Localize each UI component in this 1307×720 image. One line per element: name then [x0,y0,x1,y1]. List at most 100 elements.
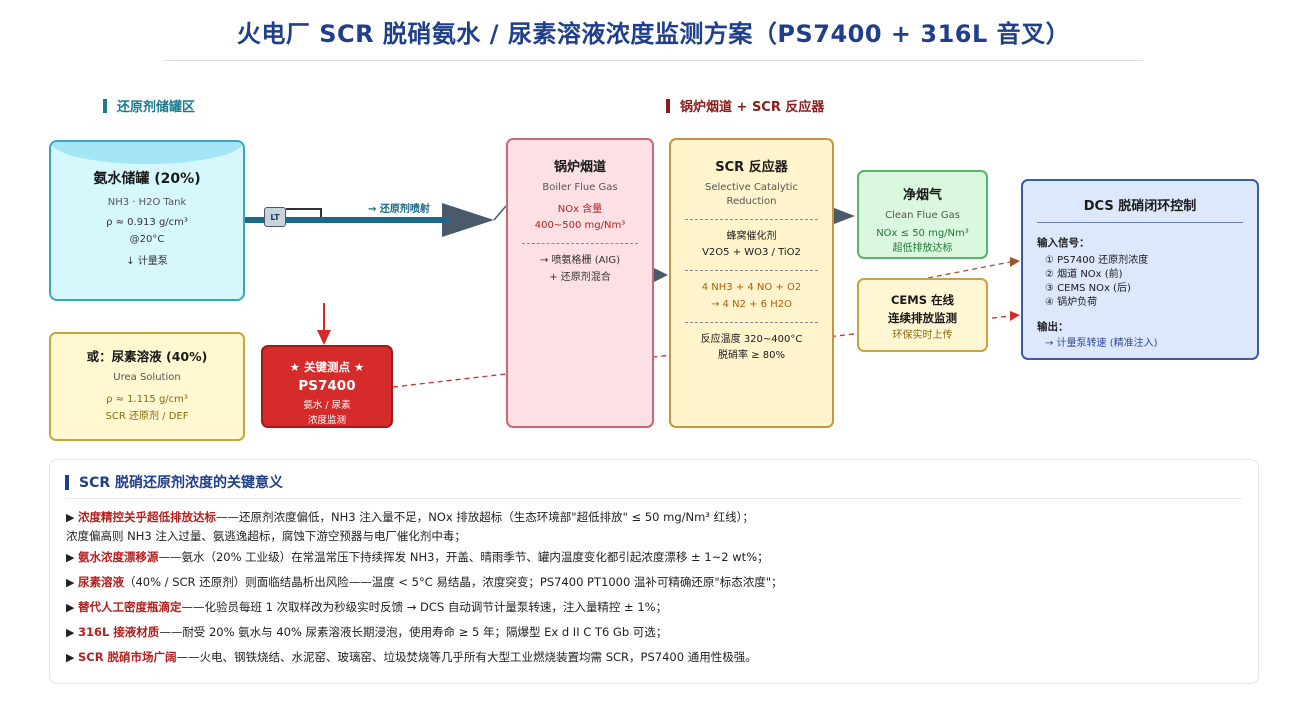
sensor-label: LT [270,213,280,222]
scr-efficiency: 脱硝率 ≥ 80% [718,350,785,361]
dcs-input-item: ① PS7400 还原剂浓度 [1045,255,1149,266]
boiler-aig: → 喷氨格栅 (AIG) [539,255,621,266]
bullet-text: ——火电、钢铁烧结、水泥窑、玻璃窑、垃圾焚烧等几乎所有大型工业燃烧装置均需 SC… [176,650,757,664]
bullet-highlight: 316L 接液材质 [77,625,160,639]
title-divider [165,60,1143,61]
significance-bullet: ▶ 替代人工密度瓶滴定——化验员每班 1 次取样改为秒级实时反馈 → DCS 自… [66,598,667,617]
dcs-input-label: 输入信号： [1037,237,1090,249]
urea-density: ρ ≈ 1.115 g/cm³ [106,394,188,405]
bullet-highlight: 浓度精控关乎超低排放达标 [77,510,216,524]
key-measurement-point: ★ 关键测点 ★ PS7400 氨水 / 尿素 浓度监测 [261,345,393,428]
boiler-flue-box: 锅炉烟道 Boiler Flue Gas NOx 含量 400~500 mg/N… [506,138,654,428]
cems-note: 环保实时上传 [892,330,953,341]
cems-title-line1: CEMS 在线 [890,293,955,307]
bullet-text: ——耐受 20% 氨水与 40% 尿素溶液长期浸泡，使用寿命 ≥ 5 年；隔爆型… [159,625,668,639]
bullet-highlight: 替代人工密度瓶滴定 [77,600,182,614]
significance-bullet: ▶ 316L 接液材质——耐受 20% 氨水与 40% 尿素溶液长期浸泡，使用寿… [66,623,667,642]
bullet-arrow-icon: ▶ [66,551,78,564]
section-label-storage-text: 还原剂储罐区 [117,100,196,115]
boiler-sub: Boiler Flue Gas [542,182,618,193]
significance-bullet: ▶ 浓度精控关乎超低排放达标——还原剂浓度偏低，NH3 注入量不足，NOx 排放… [66,508,754,545]
bullet-text: ——化验员每班 1 次取样改为秒级实时反馈 → DCS 自动调节计量泵转速，注入… [181,600,668,614]
bullet-highlight: SCR 脱硝市场广阔 [77,650,177,664]
section-label-boiler: 锅炉烟道 + SCR 反应器 [666,96,824,115]
bullet-arrow-icon: ▶ [66,511,78,524]
dcs-input-item: ② 烟道 NOx (前) [1045,269,1123,280]
page-title: 火电厂 SCR 脱硝氨水 / 尿素溶液浓度监测方案（PS7400 + 316L … [236,20,1071,48]
bullet-arrow-icon: ▶ [66,576,78,589]
boiler-nox-range: 400~500 mg/Nm³ [534,220,626,231]
scr-reaction-line2: → 4 N2 + 6 H2O [711,299,792,310]
dcs-title: DCS 脱硝闭环控制 [1083,199,1197,214]
pipe-end-connector [493,205,507,221]
bullet-highlight: 尿素溶液 [77,575,124,589]
scr-catalyst: 蜂窝催化剂 [726,231,777,242]
section-label-boiler-text: 锅炉烟道 + SCR 反应器 [680,100,825,115]
cems-box: CEMS 在线 连续排放监测 环保实时上传 [857,278,988,352]
tank-top-ellipse [51,142,243,164]
cems-signal-line [927,261,1011,279]
sensor-bracket [286,208,322,217]
significance-bullet: ▶ 尿素溶液（40% / SCR 还原剂）则面临结晶析出风险——温度 < 5°C… [66,573,783,592]
boiler-nox-label: NOx 含量 [557,204,603,215]
urea-sub: Urea Solution [113,372,181,383]
scr-temperature: 反应温度 320~400°C [700,334,803,345]
boiler-divider [522,243,638,244]
scr-sub-line1: Selective Catalytic [705,182,798,193]
key-point-model: PS7400 [298,378,356,394]
boiler-title: 锅炉烟道 [553,160,606,175]
dcs-output-label: 输出： [1037,321,1069,333]
boiler-mix: + 还原剂混合 [549,272,611,283]
key-point-title: ★ 关键测点 ★ [289,360,365,374]
scr-sub-line2: Reduction [726,196,777,207]
bullet-highlight: 氨水浓度漂移源 [77,550,159,564]
scr-reaction-line1: 4 NH3 + 4 NO + O2 [701,282,802,293]
tank-temp: @20°C [129,234,165,245]
pipe-label: → 还原剂喷射 [368,204,430,215]
bullet-arrow-icon: ▶ [66,601,78,614]
scr-divider-3 [685,322,818,323]
bullet-arrow-icon: ▶ [66,626,78,639]
section-marker [666,98,670,113]
dcs-input-item: ③ CEMS NOx (后) [1045,283,1131,294]
key-point-line1: 氨水 / 尿素 [303,400,351,411]
tank-density: ρ ≈ 0.913 g/cm³ [106,217,188,228]
significance-marker [65,474,69,490]
clean-sub: Clean Flue Gas [885,210,960,221]
section-marker [103,98,107,113]
clean-flue-gas-box: 净烟气 Clean Flue Gas NOx ≤ 50 mg/Nm³ 超低排放达… [857,170,988,259]
scr-divider-1 [685,219,818,220]
bullet-text: ——还原剂浓度偏低，NH3 注入量不足，NOx 排放超标（生态环境部"超低排放"… [215,510,754,524]
tank-pump: ↓ 计量泵 [126,256,168,267]
dcs-input-item: ④ 锅炉负荷 [1045,297,1098,308]
pipe-arrow-head [442,203,494,237]
level-transmitter-icon: LT [264,207,286,227]
urea-title: 或：尿素溶液 (40%) [86,349,208,364]
tank-sub: NH3 · H2O Tank [107,197,187,208]
scr-to-clean-arrow [834,208,855,224]
section-label-storage: 还原剂储罐区 [103,96,195,115]
significance-panel: SCR 脱硝还原剂浓度的关键意义 ▶ 浓度精控关乎超低排放达标——还原剂浓度偏低… [49,459,1259,684]
clean-nox: NOx ≤ 50 mg/Nm³ [876,228,969,239]
significance-title-text: SCR 脱硝还原剂浓度的关键意义 [79,475,284,491]
urea-note: SCR 还原剂 / DEF [105,411,189,422]
bullet-text: （40% / SCR 还原剂）则面临结晶析出风险——温度 < 5°C 易结晶，浓… [123,575,783,589]
cems-signal-arrow [1010,257,1020,267]
significance-divider [65,498,1243,499]
clean-title: 净烟气 [902,188,942,203]
clean-note: 超低排放达标 [892,243,953,254]
scr-title: SCR 反应器 [715,160,788,175]
bullet-continuation: 浓度偏高则 NH3 注入过量、氨逃逸超标，腐蚀下游空预器与电厂催化剂中毒； [66,529,466,543]
dcs-divider [1037,222,1243,223]
urea-solution-box: 或：尿素溶液 (40%) Urea Solution ρ ≈ 1.115 g/c… [49,332,245,441]
scr-divider-2 [685,270,818,271]
dcs-control-box: DCS 脱硝闭环控制 输入信号： ① PS7400 还原剂浓度 ② 烟道 NOx … [1021,179,1259,360]
boiler-to-scr-arrow [654,268,668,282]
cems-title-line2: 连续排放监测 [888,311,957,325]
bullet-text: ——氨水（20% 工业级）在常温常压下持续挥发 NH3，开盖、晴雨季节、罐内温度… [158,550,769,564]
dcs-input-list: ① PS7400 还原剂浓度 ② 烟道 NOx (前) ③ CEMS NOx (后)… [1023,254,1257,310]
key-point-line2: 浓度监测 [307,415,346,426]
ammonia-tank: 氨水储罐 (20%) NH3 · H2O Tank ρ ≈ 0.913 g/cm… [49,140,245,301]
scr-reactor-box: SCR 反应器 Selective Catalytic Reduction 蜂窝… [669,138,834,428]
significance-title: SCR 脱硝还原剂浓度的关键意义 [65,472,283,492]
